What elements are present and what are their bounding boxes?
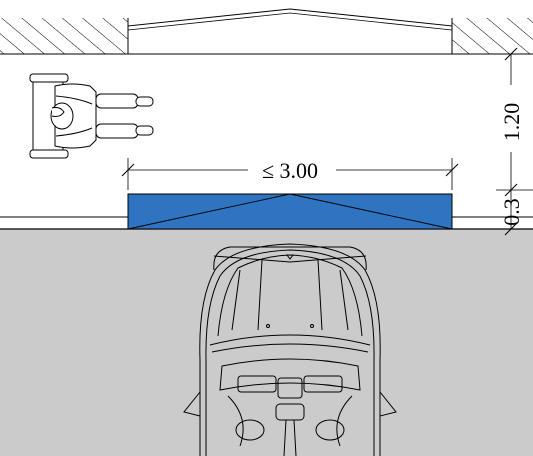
wheelchair-user-icon: [29, 73, 154, 159]
ramp-surface: [127, 193, 453, 230]
building-wall: [0, 8, 533, 55]
hatched-wall-right: [452, 18, 533, 54]
clearance-label: 1.20: [499, 103, 524, 142]
road-surface: [0, 229, 533, 456]
ramp-length-label: ≤ 3.00: [262, 158, 318, 183]
vertical-dimensions: 1.20 0.3: [496, 47, 533, 236]
ramp-length-dimension: ≤ 3.00: [121, 158, 459, 190]
curb-ramp: [127, 193, 453, 230]
door-opening-outline: [127, 8, 453, 27]
car-icon: [183, 243, 397, 456]
curb-label: 0.3: [499, 198, 524, 226]
hatched-wall-left: [0, 18, 128, 54]
